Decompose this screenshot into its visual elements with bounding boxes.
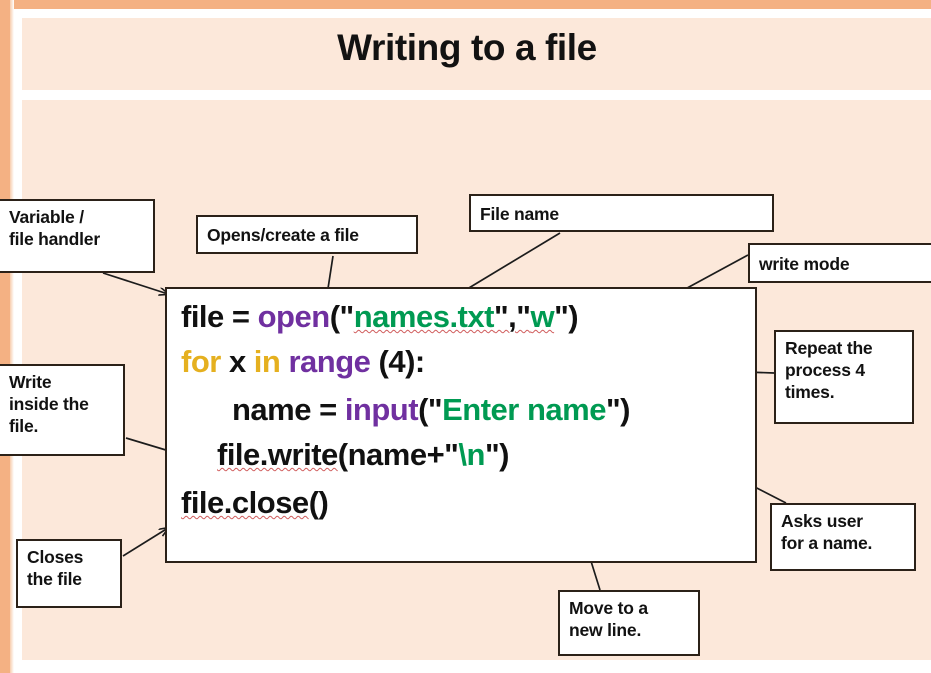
callout-repeat-process: Repeat the process 4 times. <box>774 330 914 424</box>
code-token: file.close <box>181 485 309 520</box>
code-token: ") <box>484 437 510 472</box>
code-line-for: for x in range (4): <box>181 344 425 380</box>
code-line-close: file.close() <box>181 485 329 521</box>
code-token-keyword: for <box>181 344 229 379</box>
callout-write-mode: write mode <box>748 243 931 283</box>
code-token-string: Enter name <box>442 392 606 427</box>
code-token-function: open <box>257 299 331 334</box>
code-token-string: w <box>530 299 555 334</box>
title-panel <box>22 18 931 90</box>
callout-write-inside-file: Write inside the file. <box>0 364 125 456</box>
code-line-write: file.write(name+"\n") <box>217 437 509 473</box>
code-token: "," <box>493 299 531 334</box>
code-token-keyword: in <box>253 344 289 379</box>
code-line-open: file = open("names.txt","w") <box>181 299 579 335</box>
page-title: Writing to a file <box>337 27 597 68</box>
code-token-function: input <box>344 392 419 427</box>
code-token: (" <box>329 299 355 334</box>
code-token: (" <box>418 392 443 427</box>
callout-closes-file: Closes the file <box>16 539 122 608</box>
frame-bar-top <box>0 0 931 9</box>
code-token: () <box>308 485 329 520</box>
code-token: x <box>228 344 254 379</box>
frame-bar-left-fade <box>10 0 14 673</box>
code-line-input: name = input("Enter name") <box>232 392 630 428</box>
callout-opens-create-file: Opens/create a file <box>196 215 418 254</box>
code-token: file = <box>181 299 258 334</box>
code-token-string: \n <box>458 437 485 472</box>
code-token: name = <box>232 392 345 427</box>
code-token: ") <box>554 299 579 334</box>
code-block: file = open("names.txt","w") for x in ra… <box>165 287 757 563</box>
code-token-string: names.txt <box>353 299 495 334</box>
code-token: file.write <box>217 437 338 472</box>
code-token: (name+" <box>337 437 459 472</box>
callout-move-new-line: Move to a new line. <box>558 590 700 656</box>
code-token: ") <box>605 392 631 427</box>
frame-bar-left <box>0 0 10 673</box>
code-token: (4): <box>370 344 426 379</box>
callout-asks-user-name: Asks user for a name. <box>770 503 916 571</box>
code-token-function: range <box>288 344 371 379</box>
callout-file-name: File name <box>469 194 774 232</box>
callout-variable-file-handler: Variable / file handler <box>0 199 155 273</box>
